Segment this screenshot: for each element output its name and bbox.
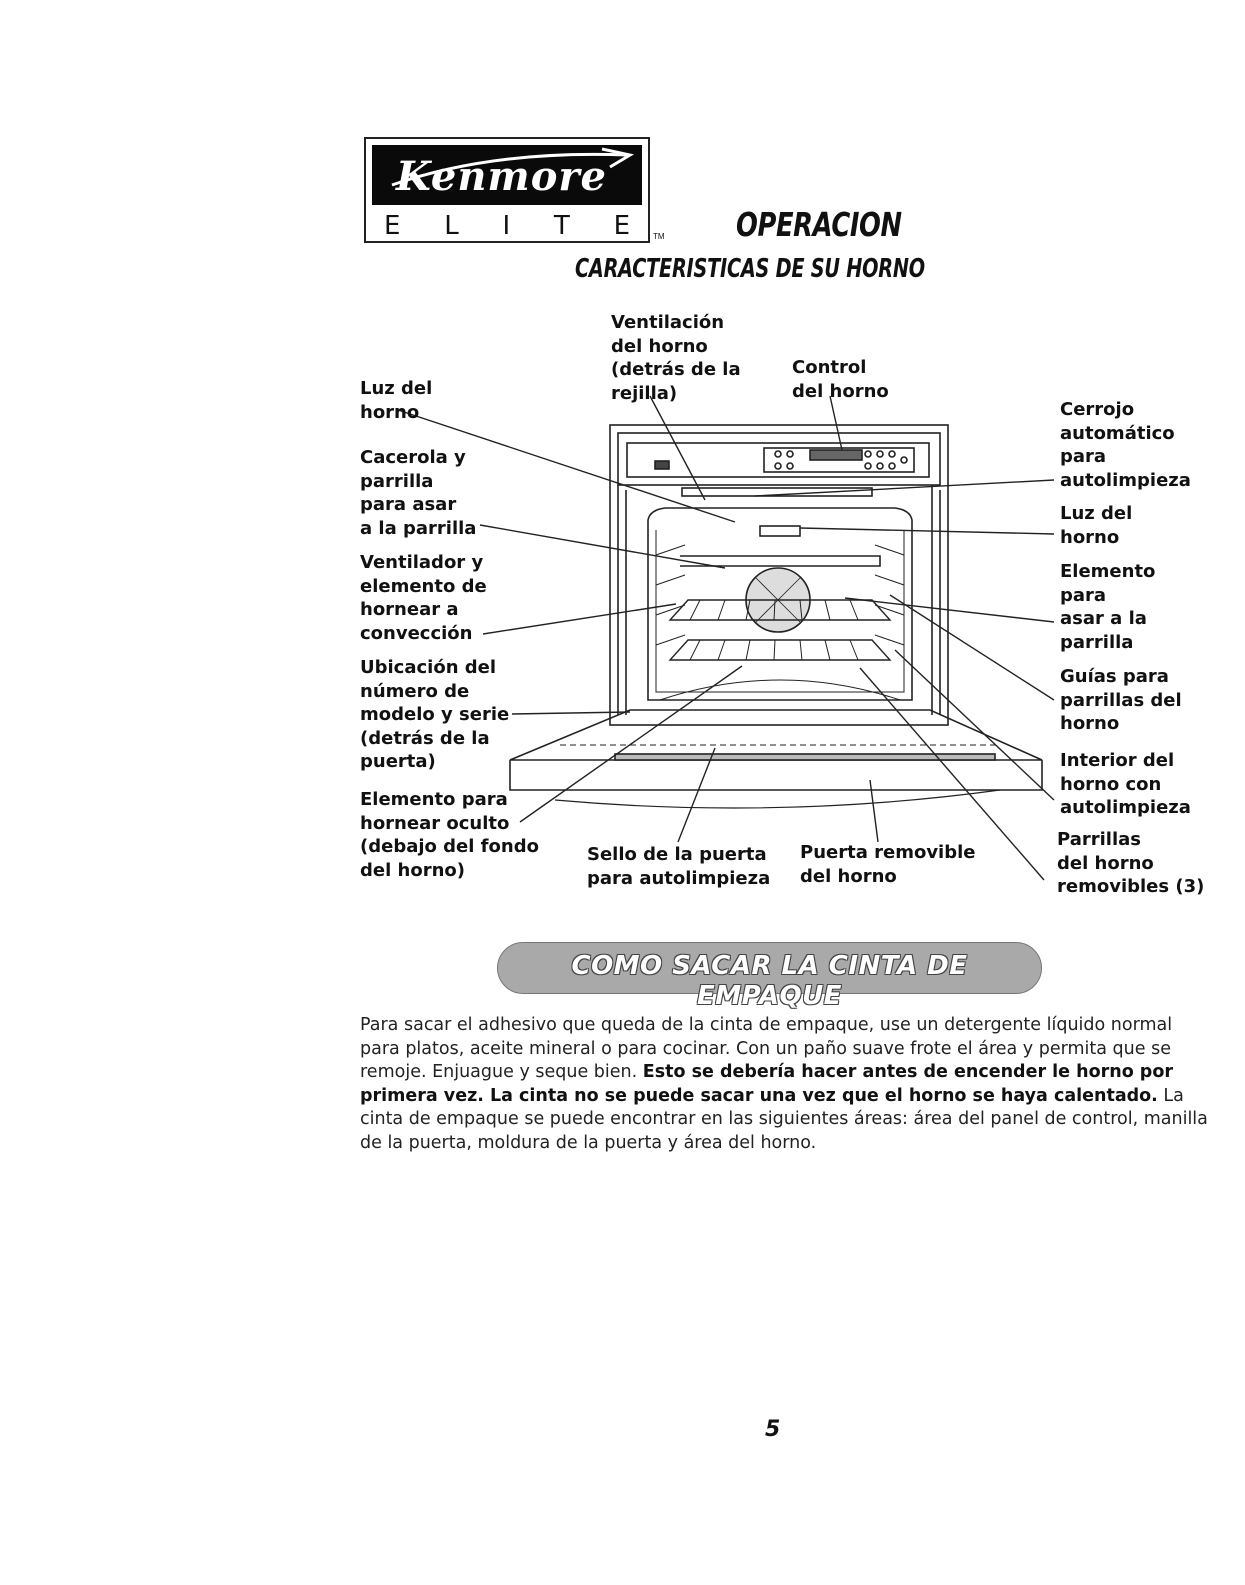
- label-sello: Sello de la puerta para autolimpieza: [587, 844, 771, 889]
- logo-elite: E L I T E: [372, 211, 642, 241]
- label-cacerola: Cacerola y parrilla para asar a la parri…: [360, 447, 477, 539]
- logo-letter: E: [613, 211, 630, 241]
- instructions-areas: La cinta de empaque se puede encontrar e…: [360, 1085, 1208, 1153]
- oven-door: [509, 709, 1043, 809]
- control-display: [763, 447, 915, 473]
- instructions-paragraph: Para sacar el adhesivo que queda de la c…: [360, 1014, 1210, 1155]
- instructions-text: Para sacar el adhesivo que queda de la c…: [360, 1015, 1173, 1082]
- section-title: CARACTERISTICAS DE SU HORNO: [575, 254, 925, 284]
- control-panel-frame: [617, 432, 941, 486]
- label-ubicacion: Ubicación del número de modelo y serie (…: [360, 657, 510, 772]
- control-panel: [626, 442, 930, 478]
- oven-racks: [668, 599, 892, 661]
- door-seal: [614, 753, 996, 761]
- logo-letter: E: [384, 211, 401, 241]
- clock-indicator-icon: [654, 460, 670, 470]
- leader-lines: [397, 395, 1055, 881]
- kenmore-elite-logo: Kenmore E L I T E: [364, 137, 650, 243]
- page-number: 5: [765, 1417, 781, 1442]
- instructions-warning: Esto se debería hacer antes de encender …: [360, 1062, 1173, 1106]
- trademark-mark: TM: [653, 232, 665, 241]
- label-guias: Guías para parrillas del horno: [1060, 666, 1182, 734]
- section-banner: COMO SACAR LA CINTA DE EMPAQUE: [497, 942, 1042, 1011]
- label-parrillas: Parrillas del horno removibles (3): [1057, 829, 1205, 897]
- label-ventilador: Ventilador y elemento de hornear a conve…: [360, 552, 487, 644]
- banner-title: COMO SACAR LA CINTA DE EMPAQUE: [571, 951, 968, 1011]
- control-keypad-icon: [774, 450, 908, 470]
- logo-letter: L: [444, 211, 459, 241]
- label-control: Control del horno: [792, 357, 889, 402]
- label-interior: Interior del horno con autolimpieza: [1060, 750, 1191, 818]
- logo-brand: Kenmore: [396, 153, 607, 200]
- label-elemento-oculto: Elemento para hornear oculto (debajo del…: [360, 789, 539, 881]
- label-cerrojo: Cerrojo automático para autolimpieza: [1060, 399, 1191, 491]
- label-luz-right: Luz del horno: [1060, 503, 1133, 548]
- logo-swoosh-icon: [391, 147, 635, 187]
- page-title: OPERACION: [736, 205, 902, 244]
- oven-cabinet: [609, 424, 949, 726]
- logo-letter: T: [553, 211, 570, 241]
- label-puerta: Puerta removible del horno: [800, 842, 976, 887]
- logo-letter: I: [502, 211, 511, 241]
- label-elemento-asar: Elemento para asar a la parrilla: [1060, 561, 1156, 653]
- label-luz-left: Luz del horno: [360, 378, 433, 423]
- label-ventilacion: Ventilación del horno (detrás de la reji…: [611, 312, 741, 404]
